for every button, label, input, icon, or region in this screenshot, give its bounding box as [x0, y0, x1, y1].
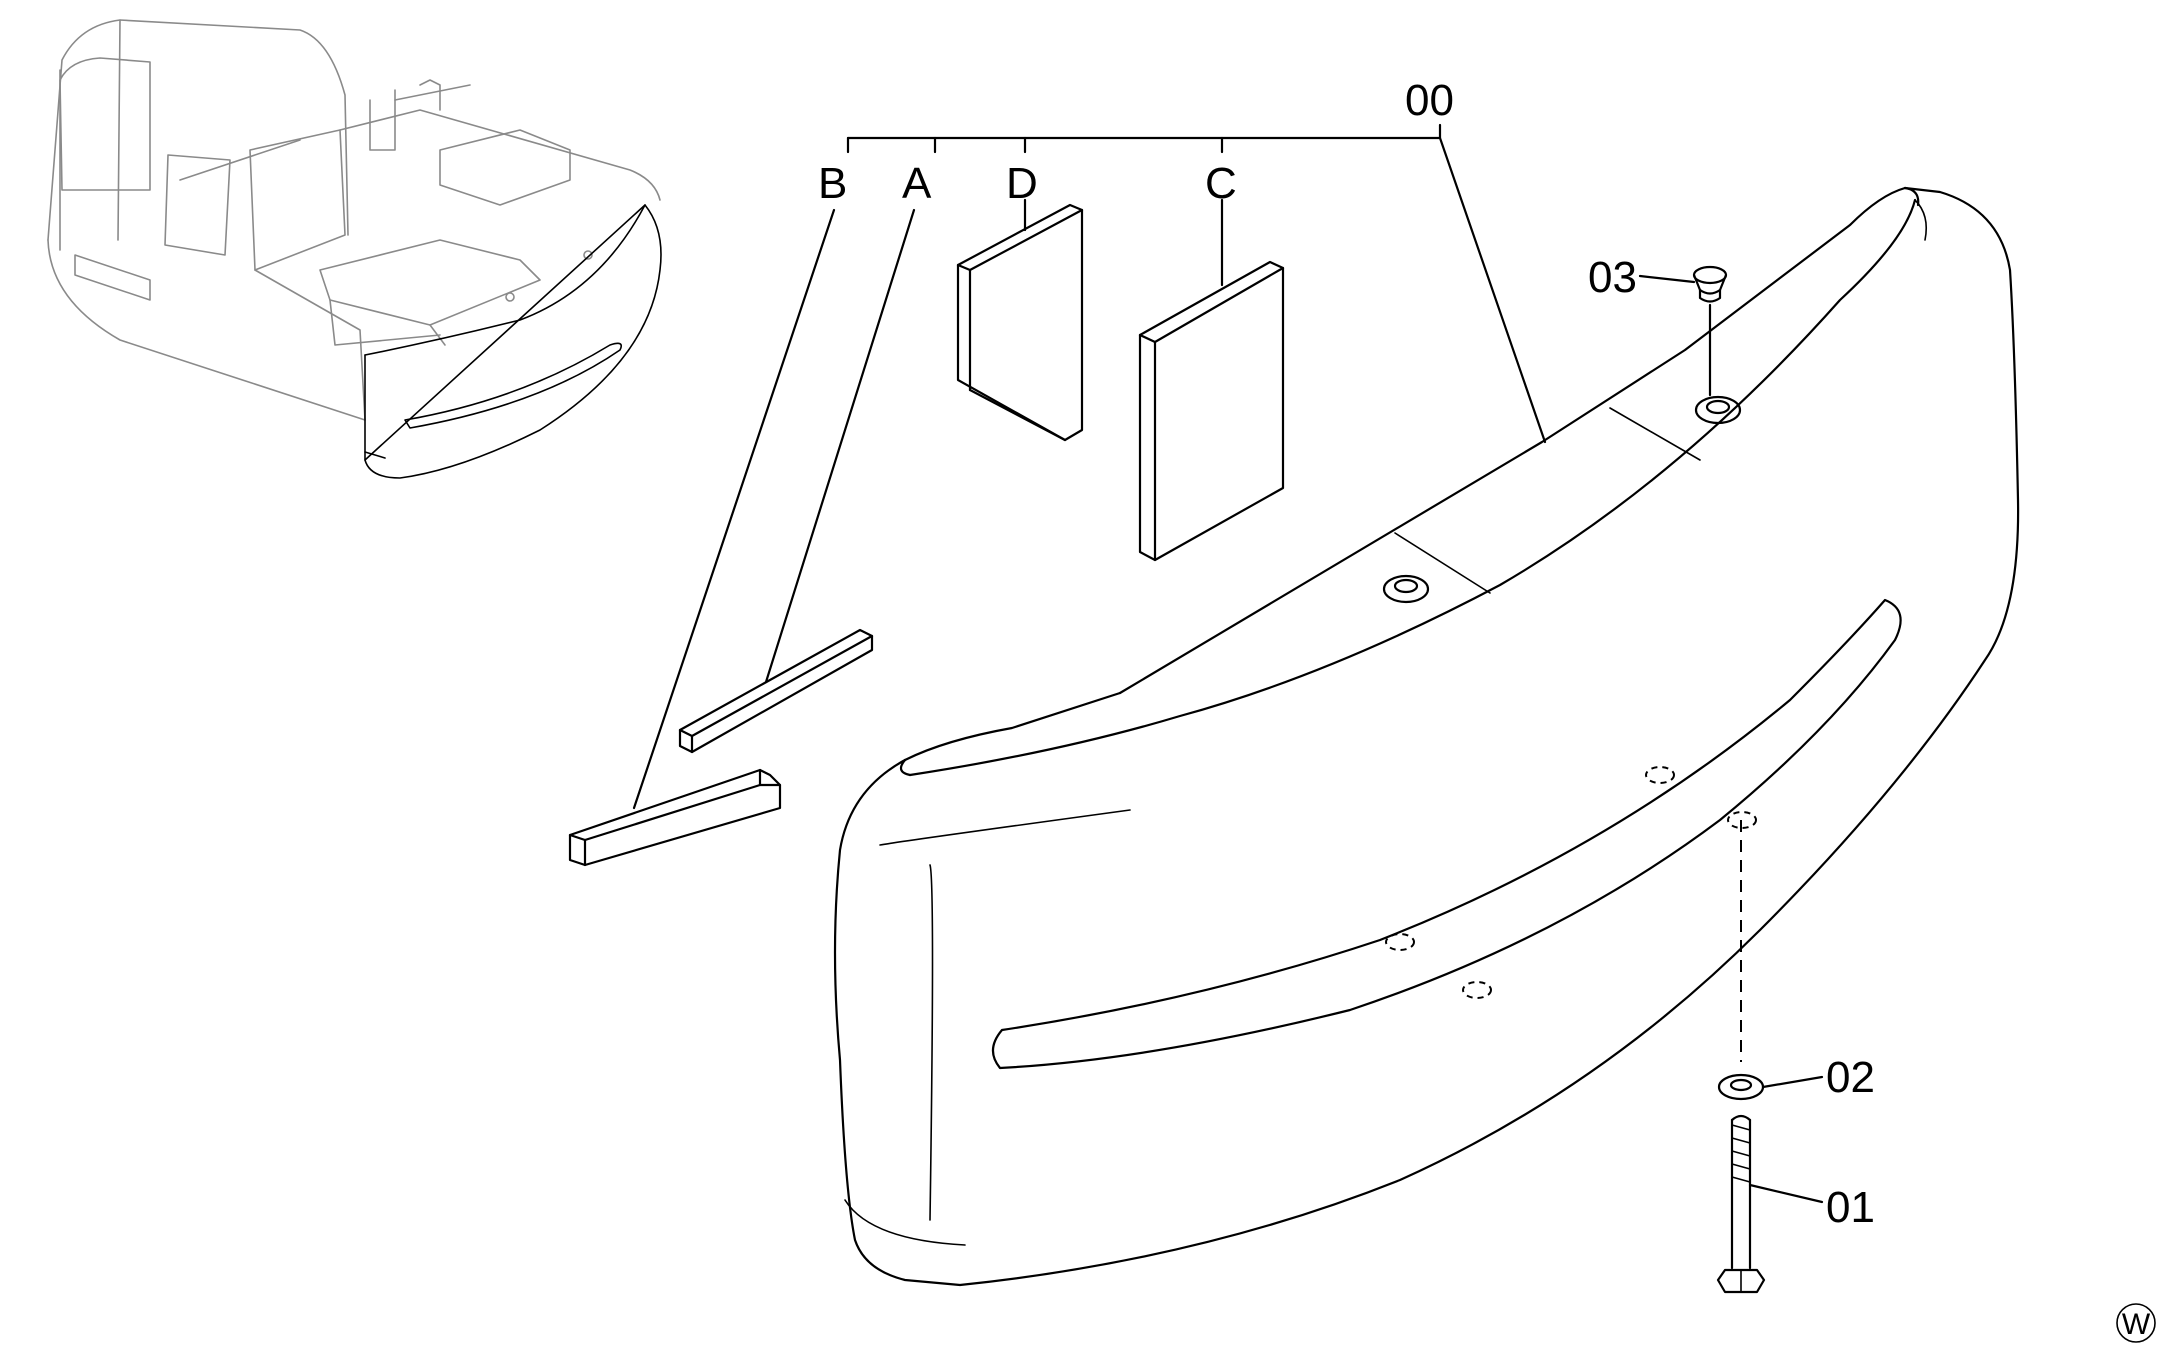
bar-b [568, 768, 782, 867]
counterweight [833, 186, 2020, 1287]
corner-mark: W [2116, 1303, 2156, 1343]
callout-01: 01 [1826, 1183, 1875, 1232]
plate-d [956, 203, 1084, 442]
washer [1717, 1073, 1765, 1101]
plate-c [1138, 260, 1285, 562]
callout-d: D [1006, 159, 1038, 208]
excavator-context-view [47, 19, 662, 479]
callout-b: B [818, 159, 847, 208]
callout-03: 03 [1588, 253, 1637, 302]
bar-a [678, 628, 874, 754]
callout-a: A [902, 159, 932, 208]
assembly-label: 00 [1405, 76, 1454, 125]
corner-mark-letter: W [2122, 1308, 2151, 1341]
cap [1692, 265, 1728, 303]
callout-c: C [1205, 159, 1237, 208]
bolt [1716, 1114, 1766, 1294]
callout-02: 02 [1826, 1053, 1875, 1102]
leader-lines [632, 123, 1824, 1204]
